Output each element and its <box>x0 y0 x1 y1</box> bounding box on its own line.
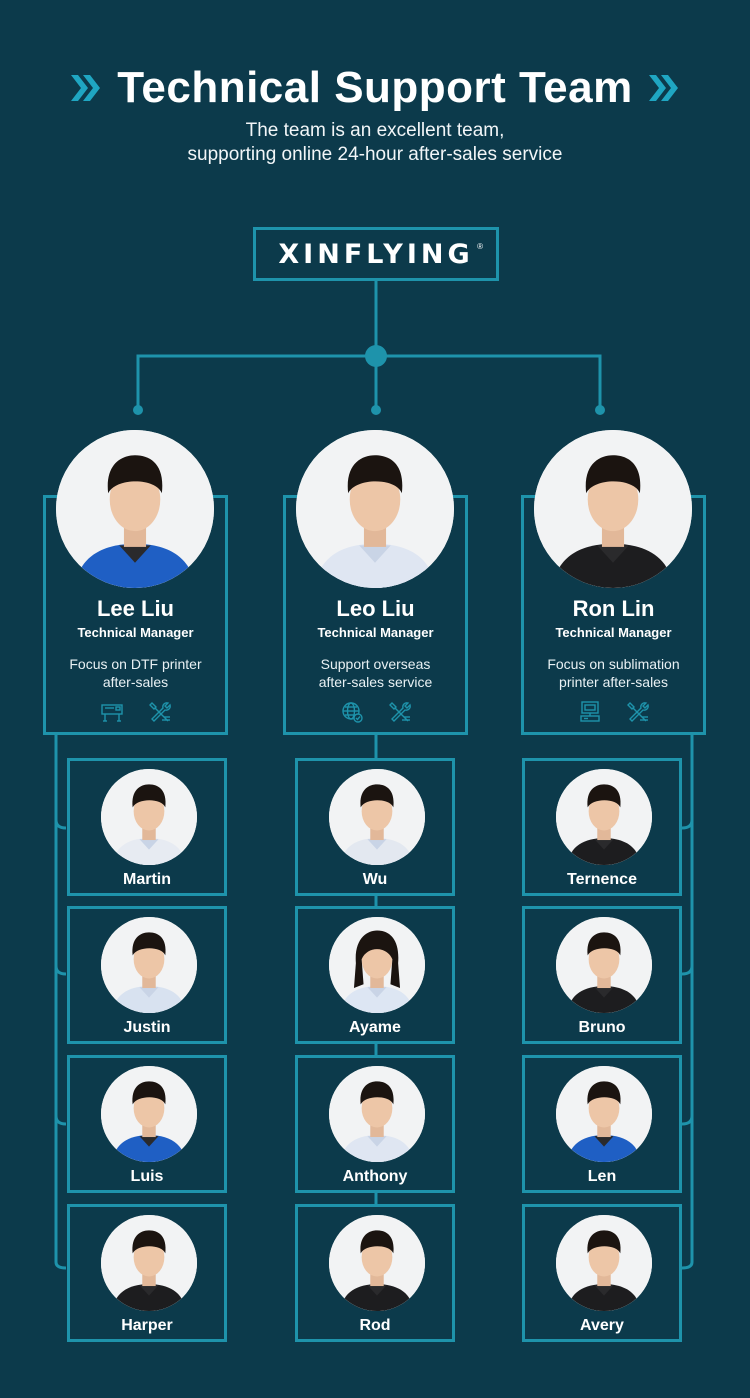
globe-icon <box>341 702 363 723</box>
member-name: Wu <box>362 871 388 888</box>
manager-photo <box>56 430 214 588</box>
member-card: Ternence <box>522 758 682 896</box>
subtitle-line: The team is an excellent team, <box>245 120 505 141</box>
member-card: Harper <box>67 1204 227 1342</box>
member-name: Avery <box>580 1317 624 1334</box>
description-line: printer after-sales <box>559 674 668 690</box>
member-card: Bruno <box>522 906 682 1044</box>
member-name: Ternence <box>567 871 637 888</box>
member-name: Bruno <box>578 1019 626 1036</box>
member-card: Wu <box>295 758 455 896</box>
double-chevron-right-icon <box>71 75 101 101</box>
tools-icon <box>388 702 411 722</box>
member-photo <box>101 917 197 1013</box>
tools-icon <box>148 700 172 729</box>
globe-icon <box>340 700 364 729</box>
manager-icons <box>521 700 706 729</box>
description-line: after-sales service <box>318 674 433 690</box>
tools-icon <box>388 700 412 729</box>
printer-icon <box>100 704 123 722</box>
member-photo <box>329 769 425 865</box>
member-name: Martin <box>123 871 171 888</box>
manager-photo <box>534 430 692 588</box>
member-card: Ayame <box>295 906 455 1044</box>
member-name: Rod <box>359 1317 391 1334</box>
manager-description: Focus on sublimation printer after-sales <box>521 655 706 691</box>
member-name: Luis <box>130 1168 164 1185</box>
member-card: Avery <box>522 1204 682 1342</box>
subtitle-line: supporting online 24-hour after-sales se… <box>187 144 563 165</box>
manager-icons <box>283 700 468 729</box>
member-photo <box>329 917 425 1013</box>
tools-icon <box>626 700 650 729</box>
manager-name: Lee Liu <box>96 596 174 621</box>
manager-name: Leo Liu <box>336 596 415 621</box>
member-name: Anthony <box>342 1168 408 1185</box>
member-card: Luis <box>67 1055 227 1193</box>
page-subtitle: The team is an excellent team, supportin… <box>0 119 750 167</box>
member-photo <box>101 1066 197 1162</box>
member-card: Martin <box>67 758 227 896</box>
member-name: Justin <box>123 1019 171 1036</box>
manager-icons <box>43 700 228 729</box>
heat-press-icon <box>579 701 600 722</box>
title-row: Technical Support Team <box>0 58 750 118</box>
heat-press-icon <box>578 700 602 729</box>
member-photo <box>101 769 197 865</box>
description-line: after-sales <box>102 674 169 690</box>
member-card: Justin <box>67 906 227 1044</box>
member-card: Len <box>522 1055 682 1193</box>
description-line: Focus on sublimation <box>547 656 680 672</box>
manager-photo <box>296 430 454 588</box>
member-photo <box>101 1215 197 1311</box>
member-name: Ayame <box>349 1019 401 1036</box>
registered-mark: ® <box>477 242 483 251</box>
company-logo: XINFLYING ® <box>253 227 499 281</box>
member-photo <box>556 769 652 865</box>
member-name: Harper <box>121 1317 173 1334</box>
printer-icon <box>100 700 124 729</box>
manager-role: Technical Manager <box>77 625 194 640</box>
tools-icon <box>148 702 171 722</box>
logo-wordmark: XINFLYING <box>278 238 474 270</box>
manager-name: Ron Lin <box>572 596 655 621</box>
double-chevron-right-icon <box>648 75 678 101</box>
member-photo <box>329 1066 425 1162</box>
manager-description: Focus on DTF printer after-sales <box>43 655 228 691</box>
description-line: Focus on DTF printer <box>69 656 202 672</box>
member-photo <box>556 1066 652 1162</box>
member-photo <box>329 1215 425 1311</box>
manager-role: Technical Manager <box>555 625 672 640</box>
member-photo <box>556 917 652 1013</box>
member-card: Anthony <box>295 1055 455 1193</box>
member-photo <box>556 1215 652 1311</box>
description-line: Support overseas <box>320 656 431 672</box>
manager-description: Support overseas after-sales service <box>283 655 468 691</box>
manager-role: Technical Manager <box>317 625 434 640</box>
page-title: Technical Support Team <box>117 63 633 112</box>
member-card: Rod <box>295 1204 455 1342</box>
tools-icon <box>626 702 649 722</box>
member-name: Len <box>587 1168 617 1185</box>
